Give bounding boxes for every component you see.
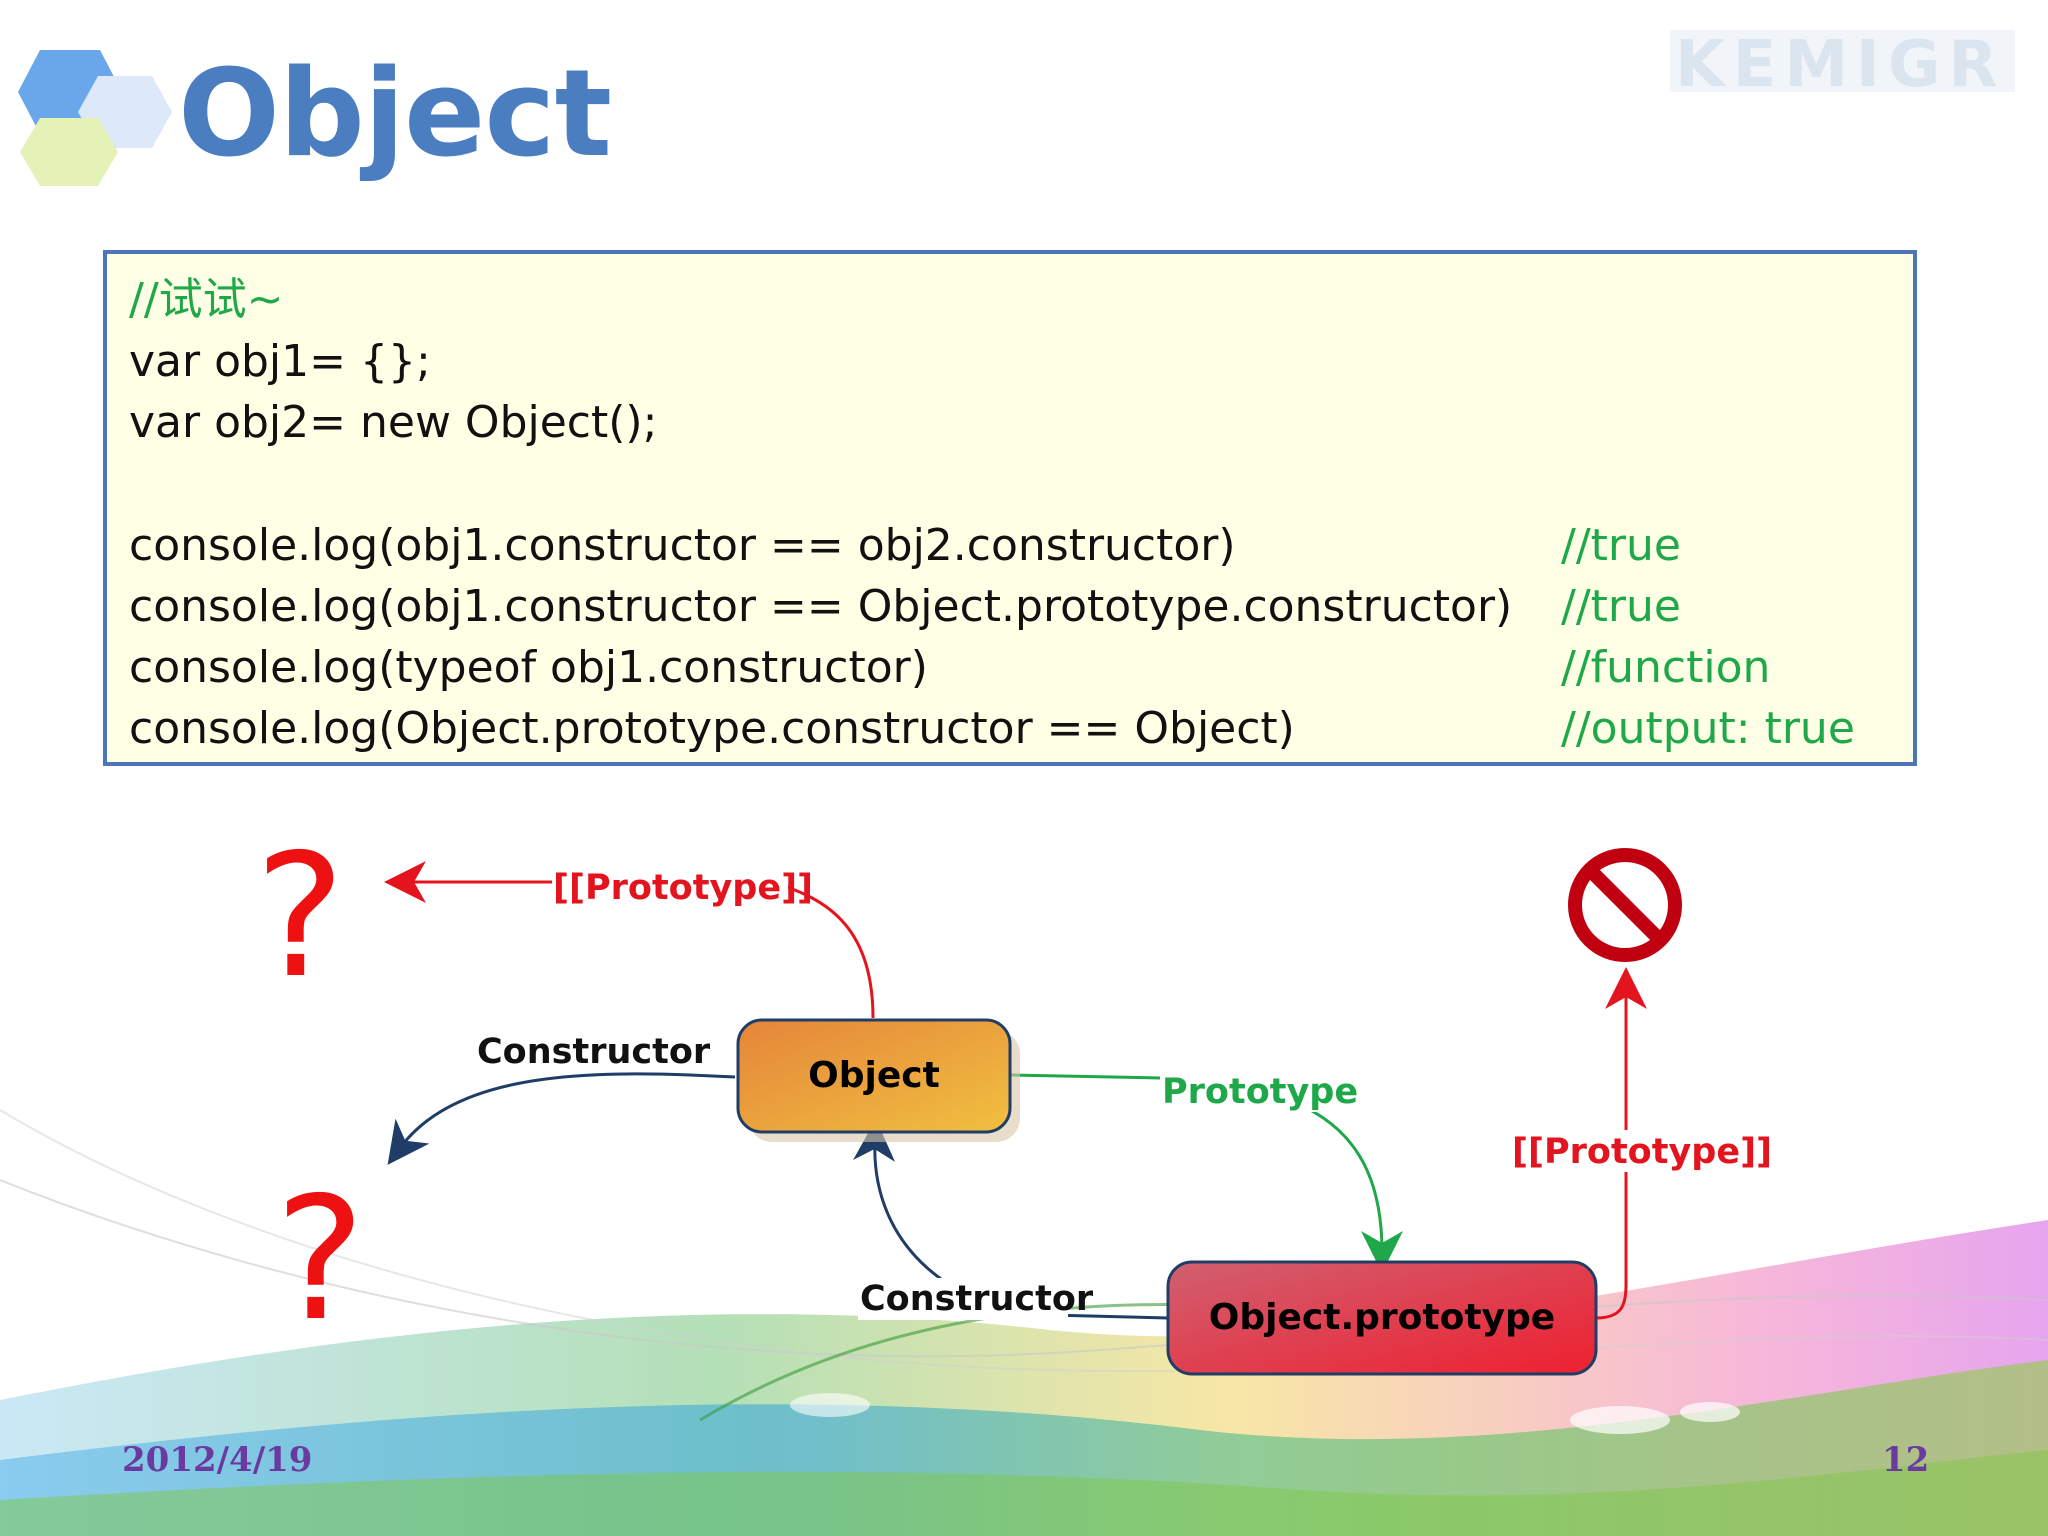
code-line-5: console.log(typeof obj1.constructor) bbox=[129, 642, 928, 693]
object-constructor-arrow bbox=[387, 1072, 736, 1165]
unknown-prototype-mark: ? bbox=[255, 818, 345, 1016]
code-block: //试试~ var obj1= {}; var obj2= new Object… bbox=[103, 250, 1917, 766]
proto-link-label-right: [[Prototype]] bbox=[1512, 1132, 1772, 1172]
slide-title: Object bbox=[178, 45, 612, 184]
prototype-null-link-arrow bbox=[1595, 967, 1647, 1320]
page-number: 12 bbox=[1882, 1440, 1930, 1480]
constructor-label-top: Constructor bbox=[477, 1032, 711, 1072]
logo-hexagon-green bbox=[20, 118, 118, 186]
code-line-1: var obj1= {}; bbox=[129, 336, 431, 387]
proto-link-label-top: [[Prototype]] bbox=[553, 868, 813, 908]
no-entry-icon bbox=[1568, 848, 1682, 962]
code-result-1: //true bbox=[1561, 520, 1681, 571]
code-comment-line: //试试~ bbox=[129, 274, 284, 325]
code-result-2: //true bbox=[1561, 581, 1681, 632]
code-line-6: console.log(Object.prototype.constructor… bbox=[129, 703, 1295, 754]
unknown-constructor-mark: ? bbox=[275, 1161, 365, 1359]
footer-date: 2012/4/19 bbox=[122, 1440, 313, 1480]
svg-text:KEMIGR: KEMIGR bbox=[1675, 28, 2006, 102]
code-line-2: var obj2= new Object(); bbox=[129, 397, 658, 448]
object-prototype-node bbox=[1166, 1260, 1598, 1376]
object-node-label: Object bbox=[808, 1055, 940, 1096]
code-line-3: console.log(obj1.constructor == obj2.con… bbox=[129, 520, 1236, 571]
prototype-property-label: Prototype bbox=[1162, 1072, 1358, 1112]
constructor-label-bottom: Constructor bbox=[860, 1279, 1094, 1319]
code-result-4: //output: true bbox=[1561, 703, 1855, 754]
code-line-4: console.log(obj1.constructor == Object.p… bbox=[129, 581, 1513, 632]
object-prototype-node-label: Object.prototype bbox=[1209, 1297, 1555, 1338]
object-node bbox=[736, 1018, 1012, 1134]
code-result-3: //function bbox=[1561, 642, 1771, 693]
